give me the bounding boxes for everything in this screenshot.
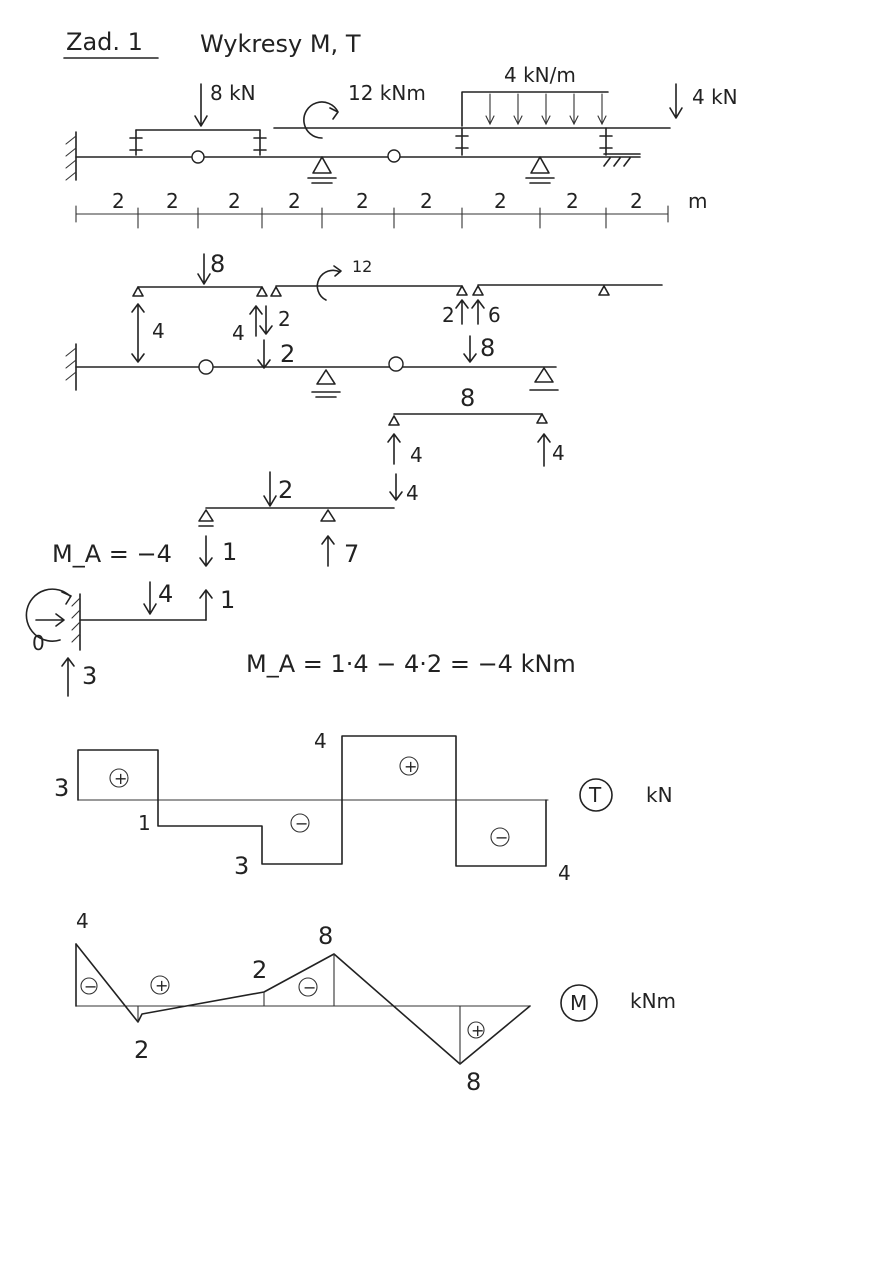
shear-symbol: T [588, 783, 602, 807]
load-p1-label: 8 kN [210, 81, 256, 105]
beam-b-r-left-down: 4 [406, 481, 419, 505]
split-load-8: 8 [210, 250, 225, 278]
ma-label: M_A = −4 [52, 540, 172, 568]
beam-c-r-right: 7 [344, 540, 359, 568]
cantilever-load: 4 [158, 580, 173, 608]
shear-symbol-circle [579, 778, 613, 812]
moment-unit: kNm [630, 989, 676, 1013]
dim-8: 2 [566, 189, 579, 213]
moment-sign-4: + [471, 1021, 484, 1040]
shear-label-3-bottom: 3 [234, 852, 249, 880]
moment-sign-1: − [84, 977, 97, 996]
moment-sign-3: − [303, 978, 316, 997]
main-beam-split [65, 343, 559, 398]
shear-sign-4: − [495, 828, 508, 847]
dim-2: 2 [166, 189, 179, 213]
load-p2-label: 4 kN [692, 85, 738, 109]
beam-b-r-left-up: 4 [410, 443, 423, 467]
dim-4: 2 [288, 189, 301, 213]
split-r-mid-b: 2 [278, 307, 291, 331]
beam-c [198, 471, 395, 567]
dimension-line [75, 205, 669, 229]
moment-label-8-top: 8 [318, 922, 333, 950]
dim-6: 2 [420, 189, 433, 213]
moment-sign-2: + [155, 976, 168, 995]
dim-3: 2 [228, 189, 241, 213]
hinge-1 [191, 150, 205, 164]
moment-diagram [75, 943, 598, 1065]
shear-diagram [77, 735, 613, 867]
moment-label-2-low: 2 [134, 1036, 149, 1064]
beam-b [387, 413, 551, 501]
beam-c-load: 2 [278, 476, 293, 504]
shear-label-4-top: 4 [314, 729, 327, 753]
shear-sign-2: − [295, 814, 308, 833]
beam-b-r-right-up: 4 [552, 441, 565, 465]
shear-label-1: 1 [138, 811, 151, 835]
dim-unit: m [688, 189, 707, 213]
main-split-mid-load: 2 [280, 340, 295, 368]
structure-original [65, 83, 683, 184]
moment-label-2-high: 2 [252, 956, 267, 984]
hinge-2 [387, 149, 401, 163]
dim-9: 2 [630, 189, 643, 213]
moment-symbol: M [570, 991, 587, 1015]
cantilever-tip-reaction: 1 [220, 586, 235, 614]
moment-symbol-circle [560, 984, 598, 1022]
shear-unit: kN [646, 783, 673, 807]
split-r-right-b: 6 [488, 303, 501, 327]
split-r-mid-a: 4 [232, 321, 245, 345]
shear-label-3-left: 3 [54, 774, 69, 802]
main-split-right-load: 8 [480, 334, 495, 362]
shear-label-4-bottom: 4 [558, 861, 571, 885]
dim-7: 2 [494, 189, 507, 213]
beam-b-load: 8 [460, 384, 475, 412]
moment-label-4: 4 [76, 909, 89, 933]
split-r-left: 4 [152, 319, 165, 343]
beam-c-r-left: 1 [222, 538, 237, 566]
cantilever [25, 581, 213, 697]
load-moment-label: 12 kNm [348, 81, 426, 105]
upper-beam-split [131, 253, 663, 369]
shear-sign-3: + [404, 757, 417, 776]
cantilever-base-reaction: 3 [82, 662, 97, 690]
dim-1: 2 [112, 189, 125, 213]
cantilever-zero: 0 [32, 631, 45, 655]
split-moment-12: 12 [352, 257, 372, 276]
load-distributed-label: 4 kN/m [504, 63, 576, 87]
shear-sign-1: + [114, 769, 127, 788]
task-title: Wykresy M, T [200, 30, 361, 58]
task-number: Zad. 1 [66, 28, 143, 56]
moment-label-8-bottom: 8 [466, 1068, 481, 1096]
ma-formula: M_A = 1·4 − 4·2 = −4 kNm [246, 650, 576, 678]
dim-5: 2 [356, 189, 369, 213]
split-r-right-a: 2 [442, 303, 455, 327]
